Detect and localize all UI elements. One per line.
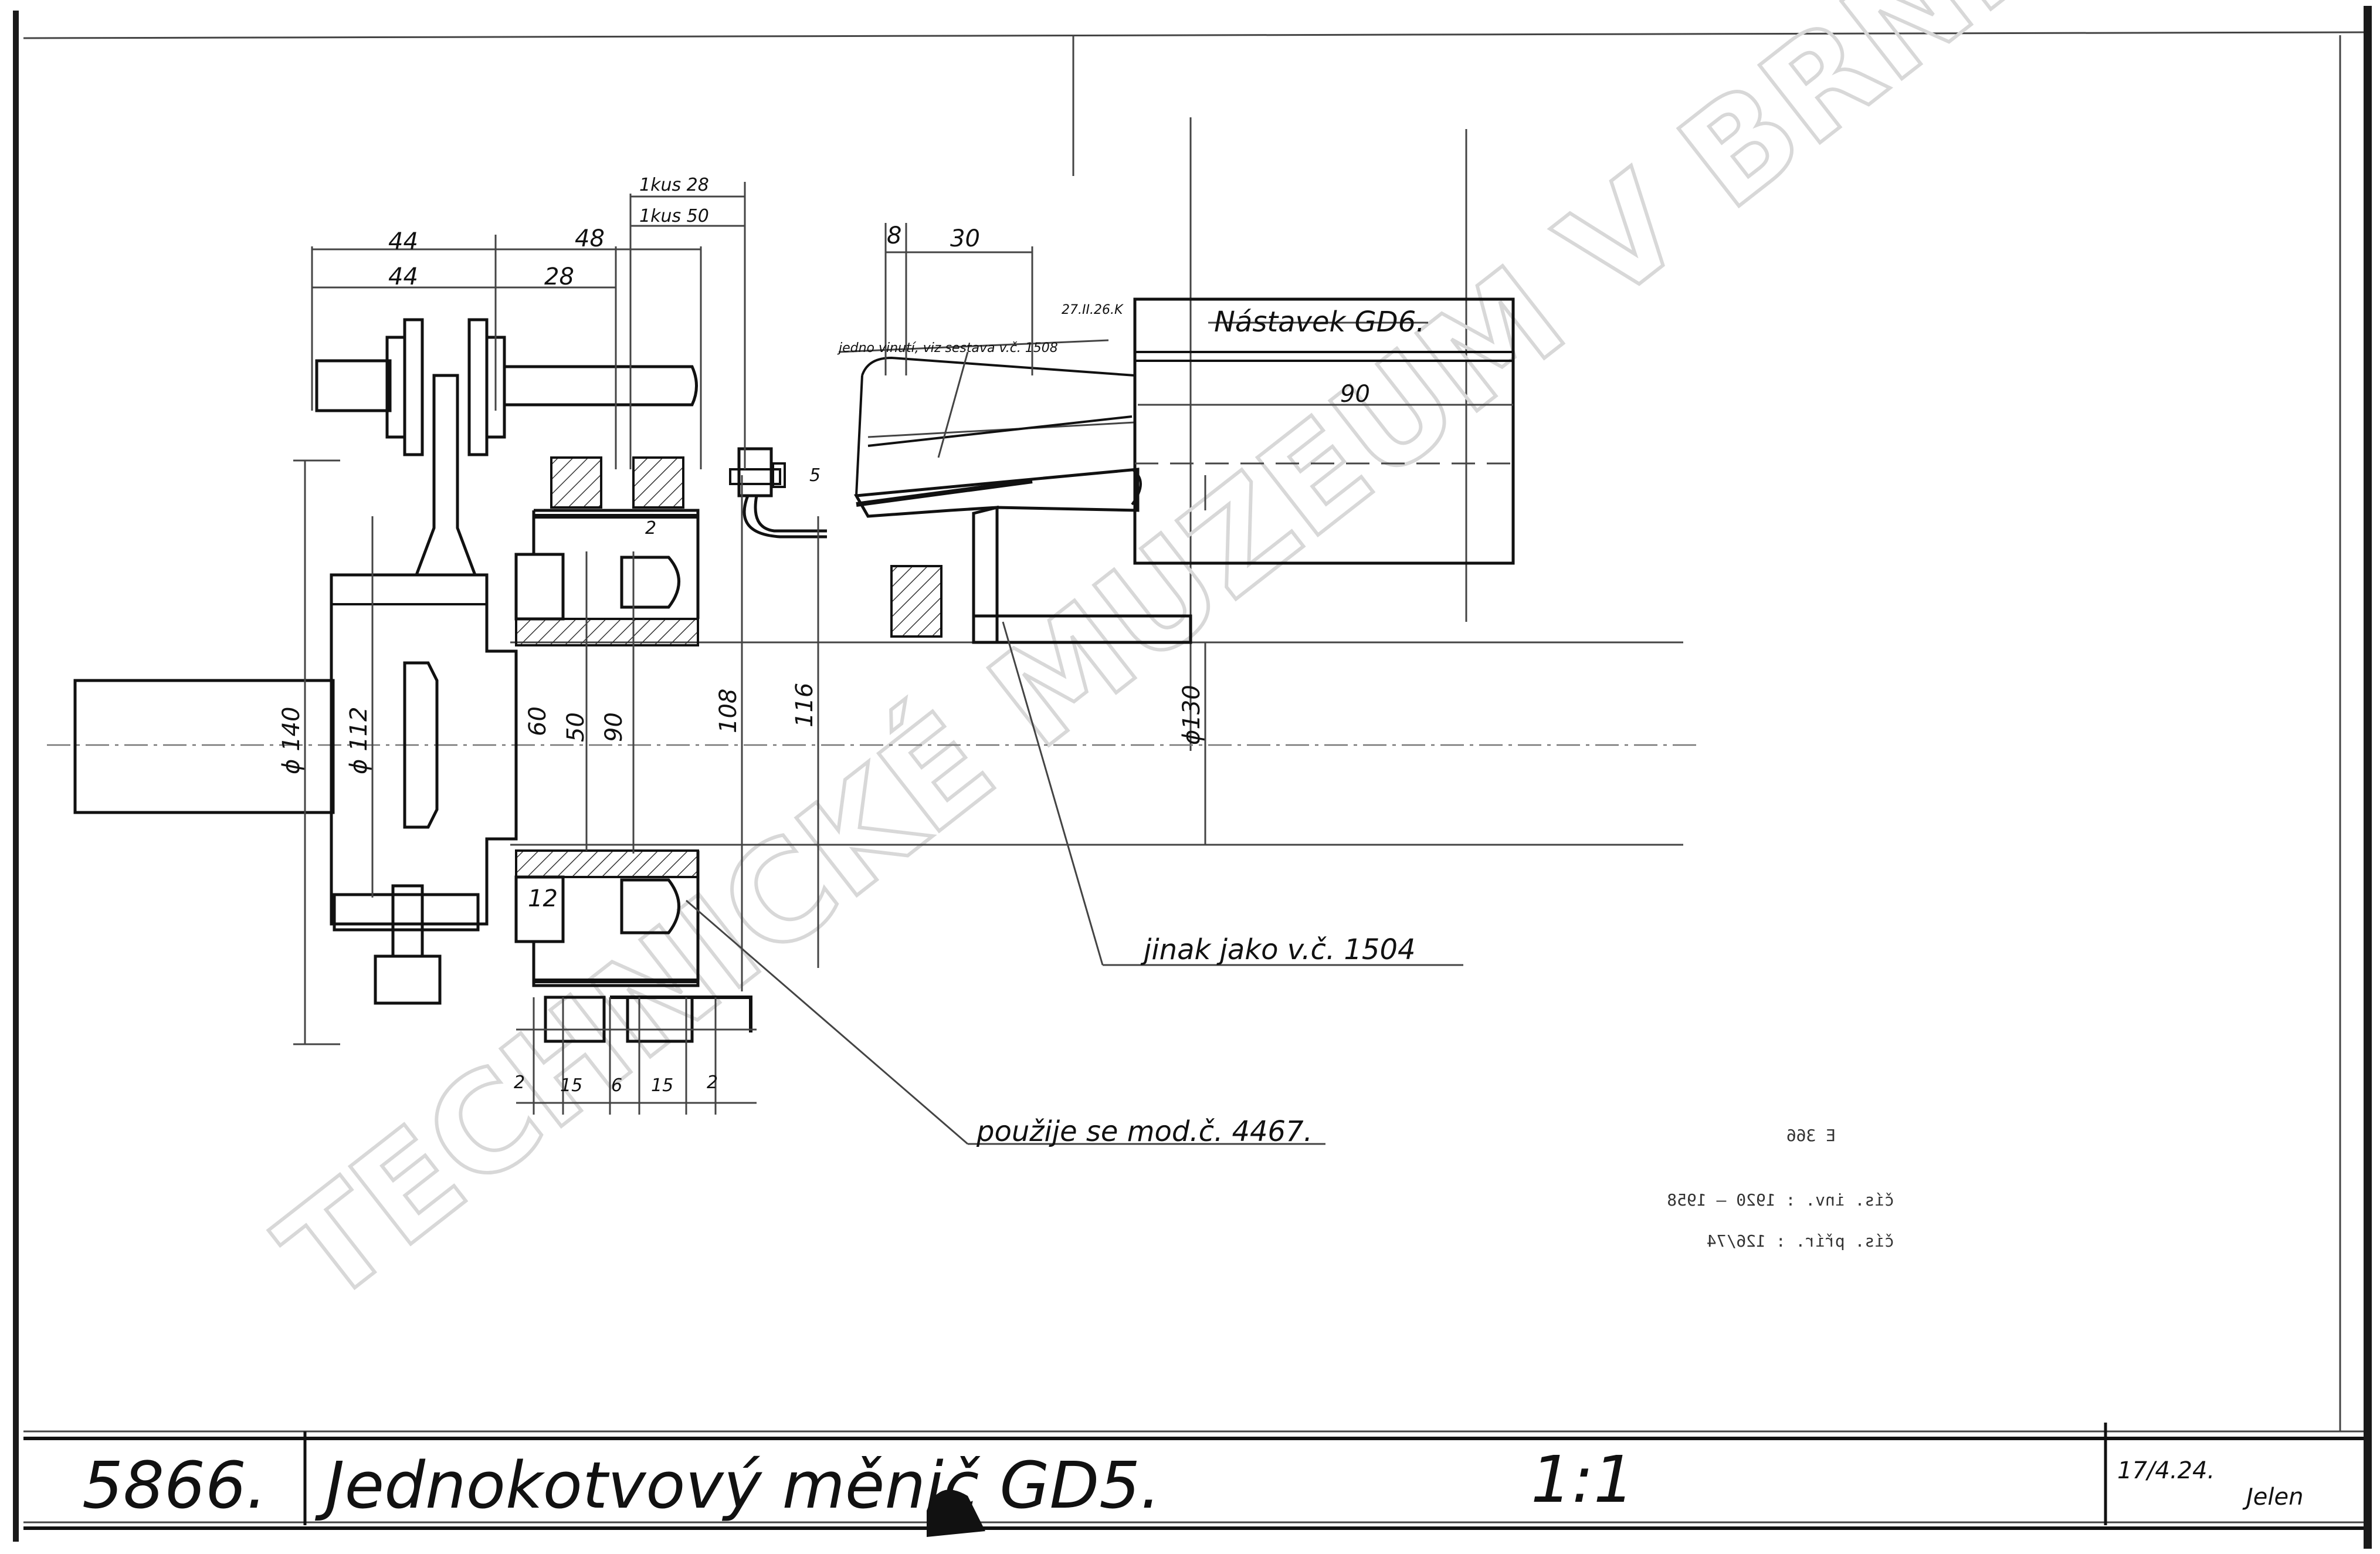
dim-108: 108 (715, 689, 742, 733)
inventory-stamp: E 366 čís. inv. : 1920 — 1958 čís. přír.… (1667, 1126, 1894, 1251)
note-jedno-vinuti: jedno vinutí, viz sestava v.č. 1508 (837, 341, 1058, 356)
drawing-notes: Nástavek GD6. jedno vinutí, viz sestava … (837, 303, 1425, 1148)
dim-30: 30 (950, 225, 980, 252)
dim-kus-28: 1kus 28 (639, 175, 709, 195)
rotor-assembly (73, 297, 1515, 1043)
dim-12: 12 (528, 885, 558, 912)
dim-top-28: 28 (544, 263, 574, 290)
note-jinak: jinak jako v.č. 1504 (1140, 933, 1416, 966)
dim-8: 8 (887, 222, 901, 249)
drawing-number: 5866. (82, 1448, 267, 1523)
dim-60: 60 (524, 706, 551, 736)
stamp-line1: čís. inv. : 1920 — 1958 (1667, 1190, 1894, 1210)
drawing-signature: Jelen (2242, 1484, 2303, 1511)
dim-top-48: 48 (575, 225, 605, 252)
dim-5: 5 (809, 465, 821, 486)
dim-90-box: 90 (1340, 381, 1370, 408)
dim-top-44-a: 44 (388, 228, 418, 255)
dim-50: 50 (562, 712, 589, 742)
dim-top-44-b: 44 (388, 263, 418, 290)
dim-bottom-15a: 15 (560, 1075, 582, 1096)
stamp-line2: čís. přír. : 126/74 (1707, 1231, 1894, 1251)
dim-90: 90 (601, 712, 628, 742)
dim-2-small: 2 (645, 518, 656, 539)
dimension-lines (293, 182, 1513, 1145)
dim-phi140: ϕ 140 (278, 707, 305, 774)
dim-bottom-2b: 2 (707, 1072, 718, 1093)
dim-116: 116 (791, 683, 818, 727)
title-block: 5866. Jednokotvový měnič GD5. 1:1 17/4.2… (82, 1423, 2303, 1537)
stamp-code: E 366 (1786, 1126, 1836, 1145)
dimension-labels: 44 44 48 28 1kus 28 1kus 50 8 30 5 2 90 … (278, 175, 1370, 1096)
dim-bottom-15b: 15 (651, 1075, 673, 1096)
drawing-date: 17/4.24. (2117, 1457, 2215, 1484)
note-small-date: 27.II.26.K (1062, 303, 1124, 317)
drawing-title: Jednokotvový měnič GD5. (314, 1448, 1161, 1523)
dim-kus-50: 1kus 50 (639, 206, 709, 226)
dim-phi130: ϕ130 (1178, 685, 1205, 745)
dim-bottom-2a: 2 (514, 1072, 525, 1093)
note-nastavek: Nástavek GD6. (1214, 306, 1425, 338)
dim-phi112: ϕ 112 (345, 707, 372, 774)
dim-bottom-6: 6 (611, 1075, 622, 1096)
drawing-scale: 1:1 (1531, 1442, 1635, 1517)
note-pouzije: použije se mod.č. 4467. (976, 1115, 1313, 1148)
